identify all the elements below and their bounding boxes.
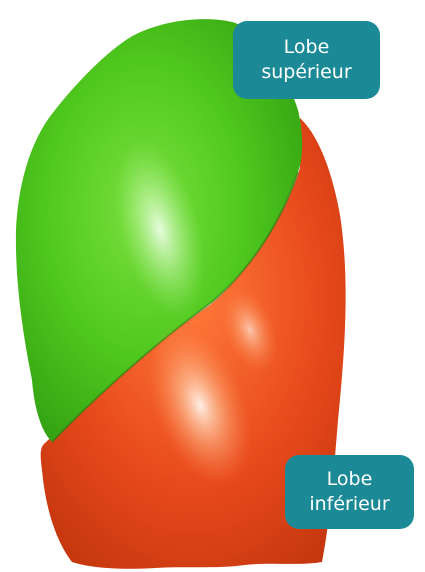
lower-lobe-label: Lobe inférieur bbox=[285, 455, 414, 529]
upper-lobe-label-line2: supérieur bbox=[241, 60, 372, 85]
upper-lobe-label: Lobe supérieur bbox=[233, 21, 380, 99]
lower-lobe-label-line1: Lobe bbox=[293, 467, 406, 492]
lower-lobe-label-line2: inférieur bbox=[293, 492, 406, 517]
upper-lobe-label-line1: Lobe bbox=[241, 35, 372, 60]
